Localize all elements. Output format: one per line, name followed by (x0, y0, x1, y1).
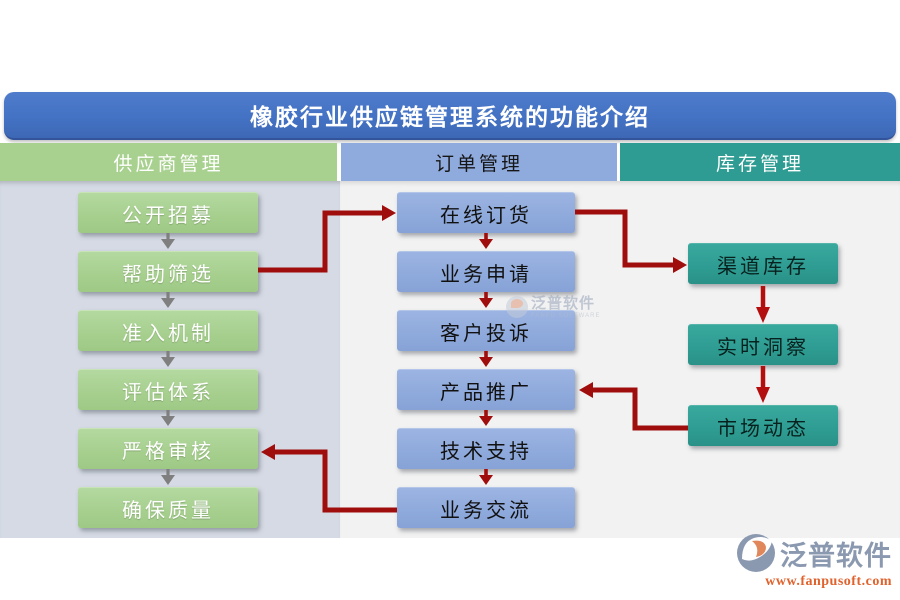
page-title: 橡胶行业供应链管理系统的功能介绍 (4, 92, 896, 140)
inventory-node-1: 渠道库存 (688, 243, 838, 284)
down-arrow-icon (161, 292, 175, 308)
inventory-node-3: 市场动态 (688, 405, 838, 446)
supplier-node-6: 确保质量 (78, 487, 258, 528)
order-node-1: 在线订货 (397, 192, 575, 233)
supplier-node-5: 严格审核 (78, 428, 258, 469)
down-arrow-icon (479, 351, 493, 367)
order-node-5: 技术支持 (397, 428, 575, 469)
down-arrow-icon (161, 410, 175, 426)
down-arrow-icon (756, 366, 770, 403)
header-supplier-management: 供应商管理 (0, 143, 337, 184)
down-arrow-icon (161, 233, 175, 249)
watermark-brand: 泛普软件 (531, 295, 596, 312)
order-node-4: 产品推广 (397, 369, 575, 410)
down-arrow-icon (479, 410, 493, 426)
footer-url: www.fanpusoft.com (765, 574, 892, 589)
order-node-6: 业务交流 (397, 487, 575, 528)
supplier-node-4: 评估体系 (78, 369, 258, 410)
watermark-subtext: FANPU SOFTWARE (531, 313, 601, 319)
supplier-node-3: 准入机制 (78, 310, 258, 351)
order-node-2: 业务申请 (397, 251, 575, 292)
watermark: 泛普软件 FANPU SOFTWARE (506, 296, 600, 319)
fanpu-logo-icon (737, 534, 775, 572)
inventory-node-2: 实时洞察 (688, 324, 838, 365)
footer-brand-name: 泛普软件 (780, 540, 892, 571)
down-arrow-icon (479, 469, 493, 485)
watermark-logo-icon (506, 296, 528, 318)
down-arrow-icon (479, 233, 493, 249)
down-arrow-icon (756, 286, 770, 323)
order-node-3: 客户投诉 (397, 310, 575, 351)
supplier-node-2: 帮助筛选 (78, 251, 258, 292)
down-arrow-icon (161, 351, 175, 367)
header-order-management: 订单管理 (341, 143, 617, 184)
header-inventory-management: 库存管理 (620, 143, 900, 184)
supplier-node-1: 公开招募 (78, 192, 258, 233)
down-arrow-icon (161, 469, 175, 485)
down-arrow-icon (479, 292, 493, 308)
footer-brand: 泛普软件 www.fanpusoft.com (736, 533, 892, 590)
